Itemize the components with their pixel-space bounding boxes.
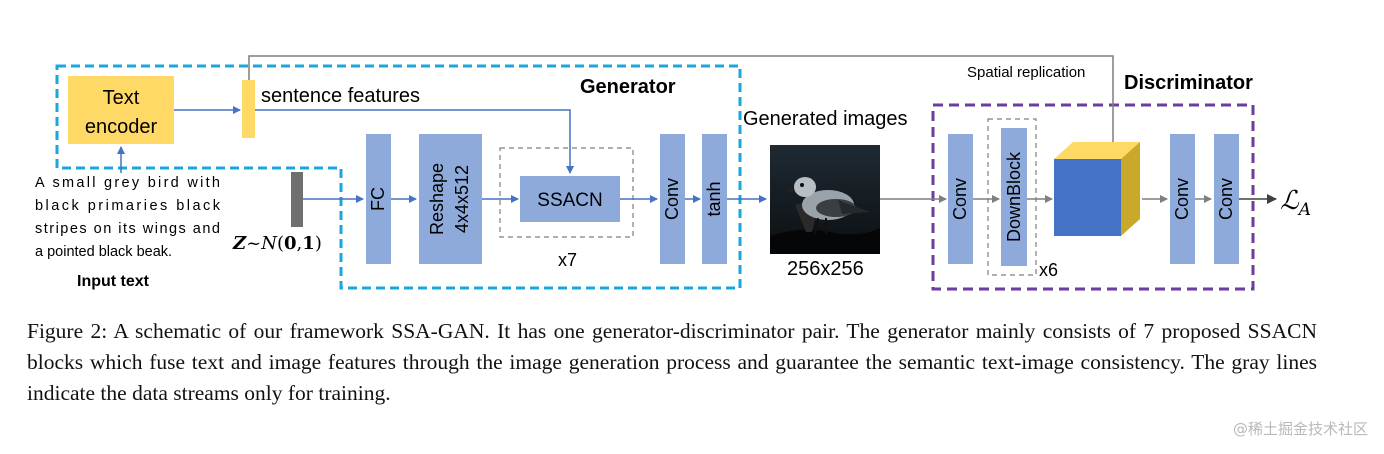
noise-z-symbol: Z: [232, 233, 247, 254]
noise-formula: Z~N(0,1): [232, 233, 322, 254]
generated-bird-image: [770, 145, 880, 254]
reshape-label-line1: Reshape: [427, 163, 447, 235]
feature-cube: [1054, 142, 1140, 236]
noise-zero: 0: [284, 233, 297, 254]
ssacn-block: [520, 176, 620, 222]
noise-comma: ,: [297, 233, 303, 254]
ssacn-repeat-label: x7: [558, 250, 577, 270]
noise-one: 1: [302, 233, 315, 254]
generator-conv-block: [660, 134, 685, 264]
reshape-block: [419, 134, 482, 264]
loss-subscript: A: [1297, 200, 1311, 220]
discriminator-conv3-block: [1214, 134, 1239, 264]
figure-caption: Figure 2: A schematic of our framework S…: [27, 319, 1317, 405]
input-text-line-2: black primaries black: [35, 198, 221, 214]
downblock-repeat-box: [987, 118, 1037, 276]
loss-label: ℒA: [1280, 186, 1311, 220]
generator-boundary: [55, 64, 742, 290]
downblock-label: DownBlock: [1004, 151, 1024, 242]
noise-open-paren: (: [277, 233, 284, 254]
spatial-replication-label: Spatial replication: [967, 64, 1085, 81]
arrow-sentence-to-ssacn: [255, 109, 574, 174]
sentence-features-label: sentence features: [261, 85, 420, 107]
text-encoder-label-line2: encoder: [85, 116, 158, 138]
fc-label: FC: [368, 187, 388, 211]
discriminator-conv2-block: [1170, 134, 1195, 264]
noise-n-symbol: N: [260, 233, 278, 254]
watermark: @稀土掘金技术社区: [1232, 420, 1368, 438]
downblock-block: [1001, 128, 1027, 266]
downblock-repeat-label: x6: [1039, 260, 1058, 280]
loss-symbol: ℒ: [1280, 186, 1300, 216]
generated-images-label: Generated images: [743, 108, 908, 130]
discriminator-conv2-label: Conv: [1172, 178, 1192, 220]
discriminator-boundary: [931, 103, 1255, 291]
noise-close-paren: ): [315, 233, 322, 254]
text-encoder-label-line1: Text: [103, 87, 140, 109]
noise-bar: [291, 172, 303, 227]
image-resolution-label: 256x256: [787, 258, 864, 280]
ssacn-label: SSACN: [537, 190, 602, 211]
generator-conv-label: Conv: [662, 178, 682, 220]
ssacn-repeat-box: [499, 147, 634, 238]
discriminator-conv-block: [948, 134, 973, 264]
text-encoder-block: [68, 76, 174, 144]
noise-tilde: ~: [246, 233, 261, 254]
generator-title: Generator: [580, 76, 676, 98]
reshape-label-line2: 4x4x512: [452, 165, 472, 233]
tanh-label: tanh: [704, 181, 724, 216]
spatial-replication-path: [248, 55, 1117, 152]
input-text-line-1: A small grey bird with: [35, 175, 220, 191]
input-text-line-4: a pointed black beak.: [35, 244, 172, 260]
sentence-features-bar: [242, 80, 255, 138]
discriminator-conv3-label: Conv: [1216, 178, 1236, 220]
discriminator-title: Discriminator: [1124, 72, 1253, 94]
input-text-line-3: stripes on its wings and: [35, 221, 220, 237]
discriminator-conv-label: Conv: [950, 178, 970, 220]
fc-block: [366, 134, 391, 264]
tanh-block: [702, 134, 727, 264]
input-text-label: Input text: [77, 273, 150, 290]
